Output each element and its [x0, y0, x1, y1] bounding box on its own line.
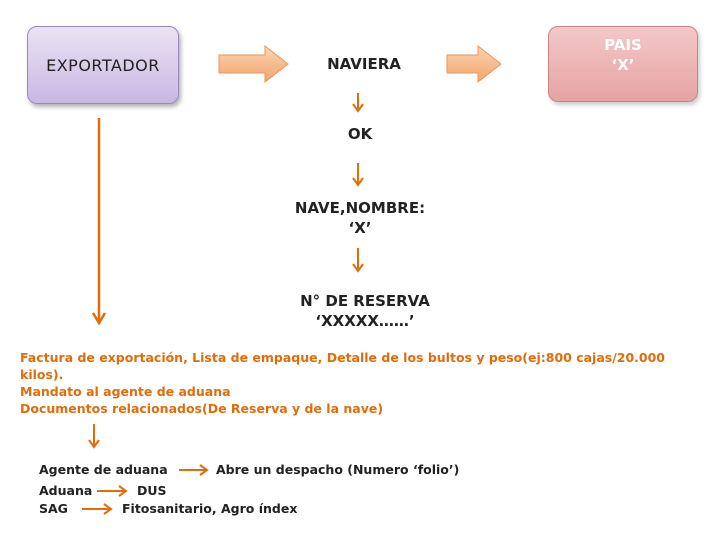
block-arrow-naviera-pais	[446, 44, 502, 84]
exportador-label: EXPORTADOR	[46, 55, 160, 75]
ok-label: OK	[347, 125, 373, 143]
pais-box: PAIS ‘X’	[548, 26, 698, 102]
step-3-right: Fitosanitario, Agro índex	[122, 501, 298, 516]
nave-nombre-label: NAVE,NOMBRE:	[294, 199, 426, 217]
pais-label: PAIS	[604, 36, 642, 54]
step-3-left: SAG	[39, 501, 68, 516]
reserva-node: N° DE RESERVA ‘XXXXX……’	[270, 291, 460, 331]
block-arrow-exportador-naviera	[218, 44, 289, 84]
documents-line-2: kilos).	[20, 367, 64, 382]
naviera-label: NAVIERA	[327, 55, 401, 73]
nave-nombre-value: ‘X’	[348, 219, 372, 237]
step-1-left: Agente de aduana	[39, 462, 168, 477]
documents-line-3: Mandato al agente de aduana	[20, 384, 231, 399]
reserva-label: N° DE RESERVA	[300, 292, 430, 310]
exportador-box: EXPORTADOR	[27, 26, 179, 104]
documents-line-1: Factura de exportación, Lista de empaque…	[20, 350, 665, 365]
pais-value: ‘X’	[611, 56, 635, 74]
step-2-left: Aduana	[39, 483, 93, 498]
step-1-right: Abre un despacho (Numero ‘folio’)	[216, 462, 460, 477]
documents-line-4: Documentos relacionados(De Reserva y de …	[20, 401, 384, 416]
nave-nombre-node: NAVE,NOMBRE: ‘X’	[270, 198, 450, 238]
reserva-value: ‘XXXXX……’	[315, 312, 415, 330]
documents-block: Factura de exportación, Lista de empaque…	[20, 349, 720, 417]
step-2-right: DUS	[137, 483, 167, 498]
